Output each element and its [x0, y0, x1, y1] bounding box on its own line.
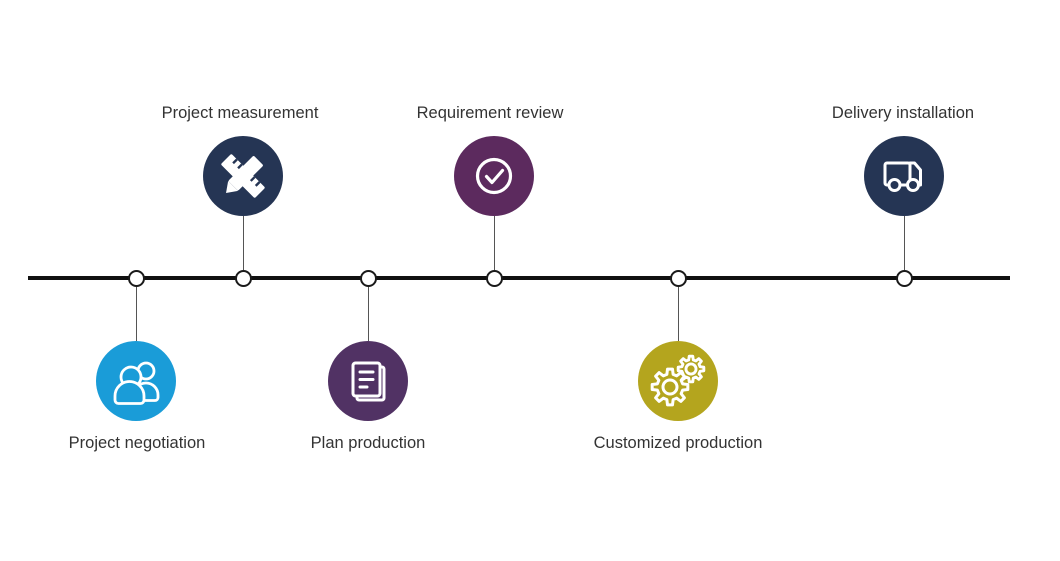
step-label-plan-production: Plan production: [310, 434, 426, 452]
ruler-pencil-icon: [203, 136, 283, 216]
connector-requirement-review: [494, 216, 495, 270]
timeline-node-4: [485, 269, 503, 287]
document-icon: [328, 341, 408, 421]
step-label-customized-production: Customized production: [593, 434, 763, 452]
timeline-node-6: [895, 269, 913, 287]
timeline-line: [28, 276, 1010, 280]
connector-project-negotiation: [136, 286, 137, 341]
step-label-requirement-review: Requirement review: [416, 104, 564, 122]
connector-project-measurement: [243, 216, 244, 270]
timeline-node-3: [359, 269, 377, 287]
connector-delivery-installation: [904, 216, 905, 270]
step-label-delivery-installation: Delivery installation: [831, 104, 975, 122]
step-label-project-measurement: Project measurement: [161, 104, 319, 122]
people-icon: [96, 341, 176, 421]
check-circle-icon: [454, 136, 534, 216]
timeline-node-2: [234, 269, 252, 287]
timeline-node-5: [669, 269, 687, 287]
connector-customized-production: [678, 286, 679, 341]
gears-icon: [638, 341, 718, 421]
truck-icon: [864, 136, 944, 216]
timeline-node-1: [127, 269, 145, 287]
step-label-project-negotiation: Project negotiation: [68, 434, 206, 452]
connector-plan-production: [368, 286, 369, 341]
